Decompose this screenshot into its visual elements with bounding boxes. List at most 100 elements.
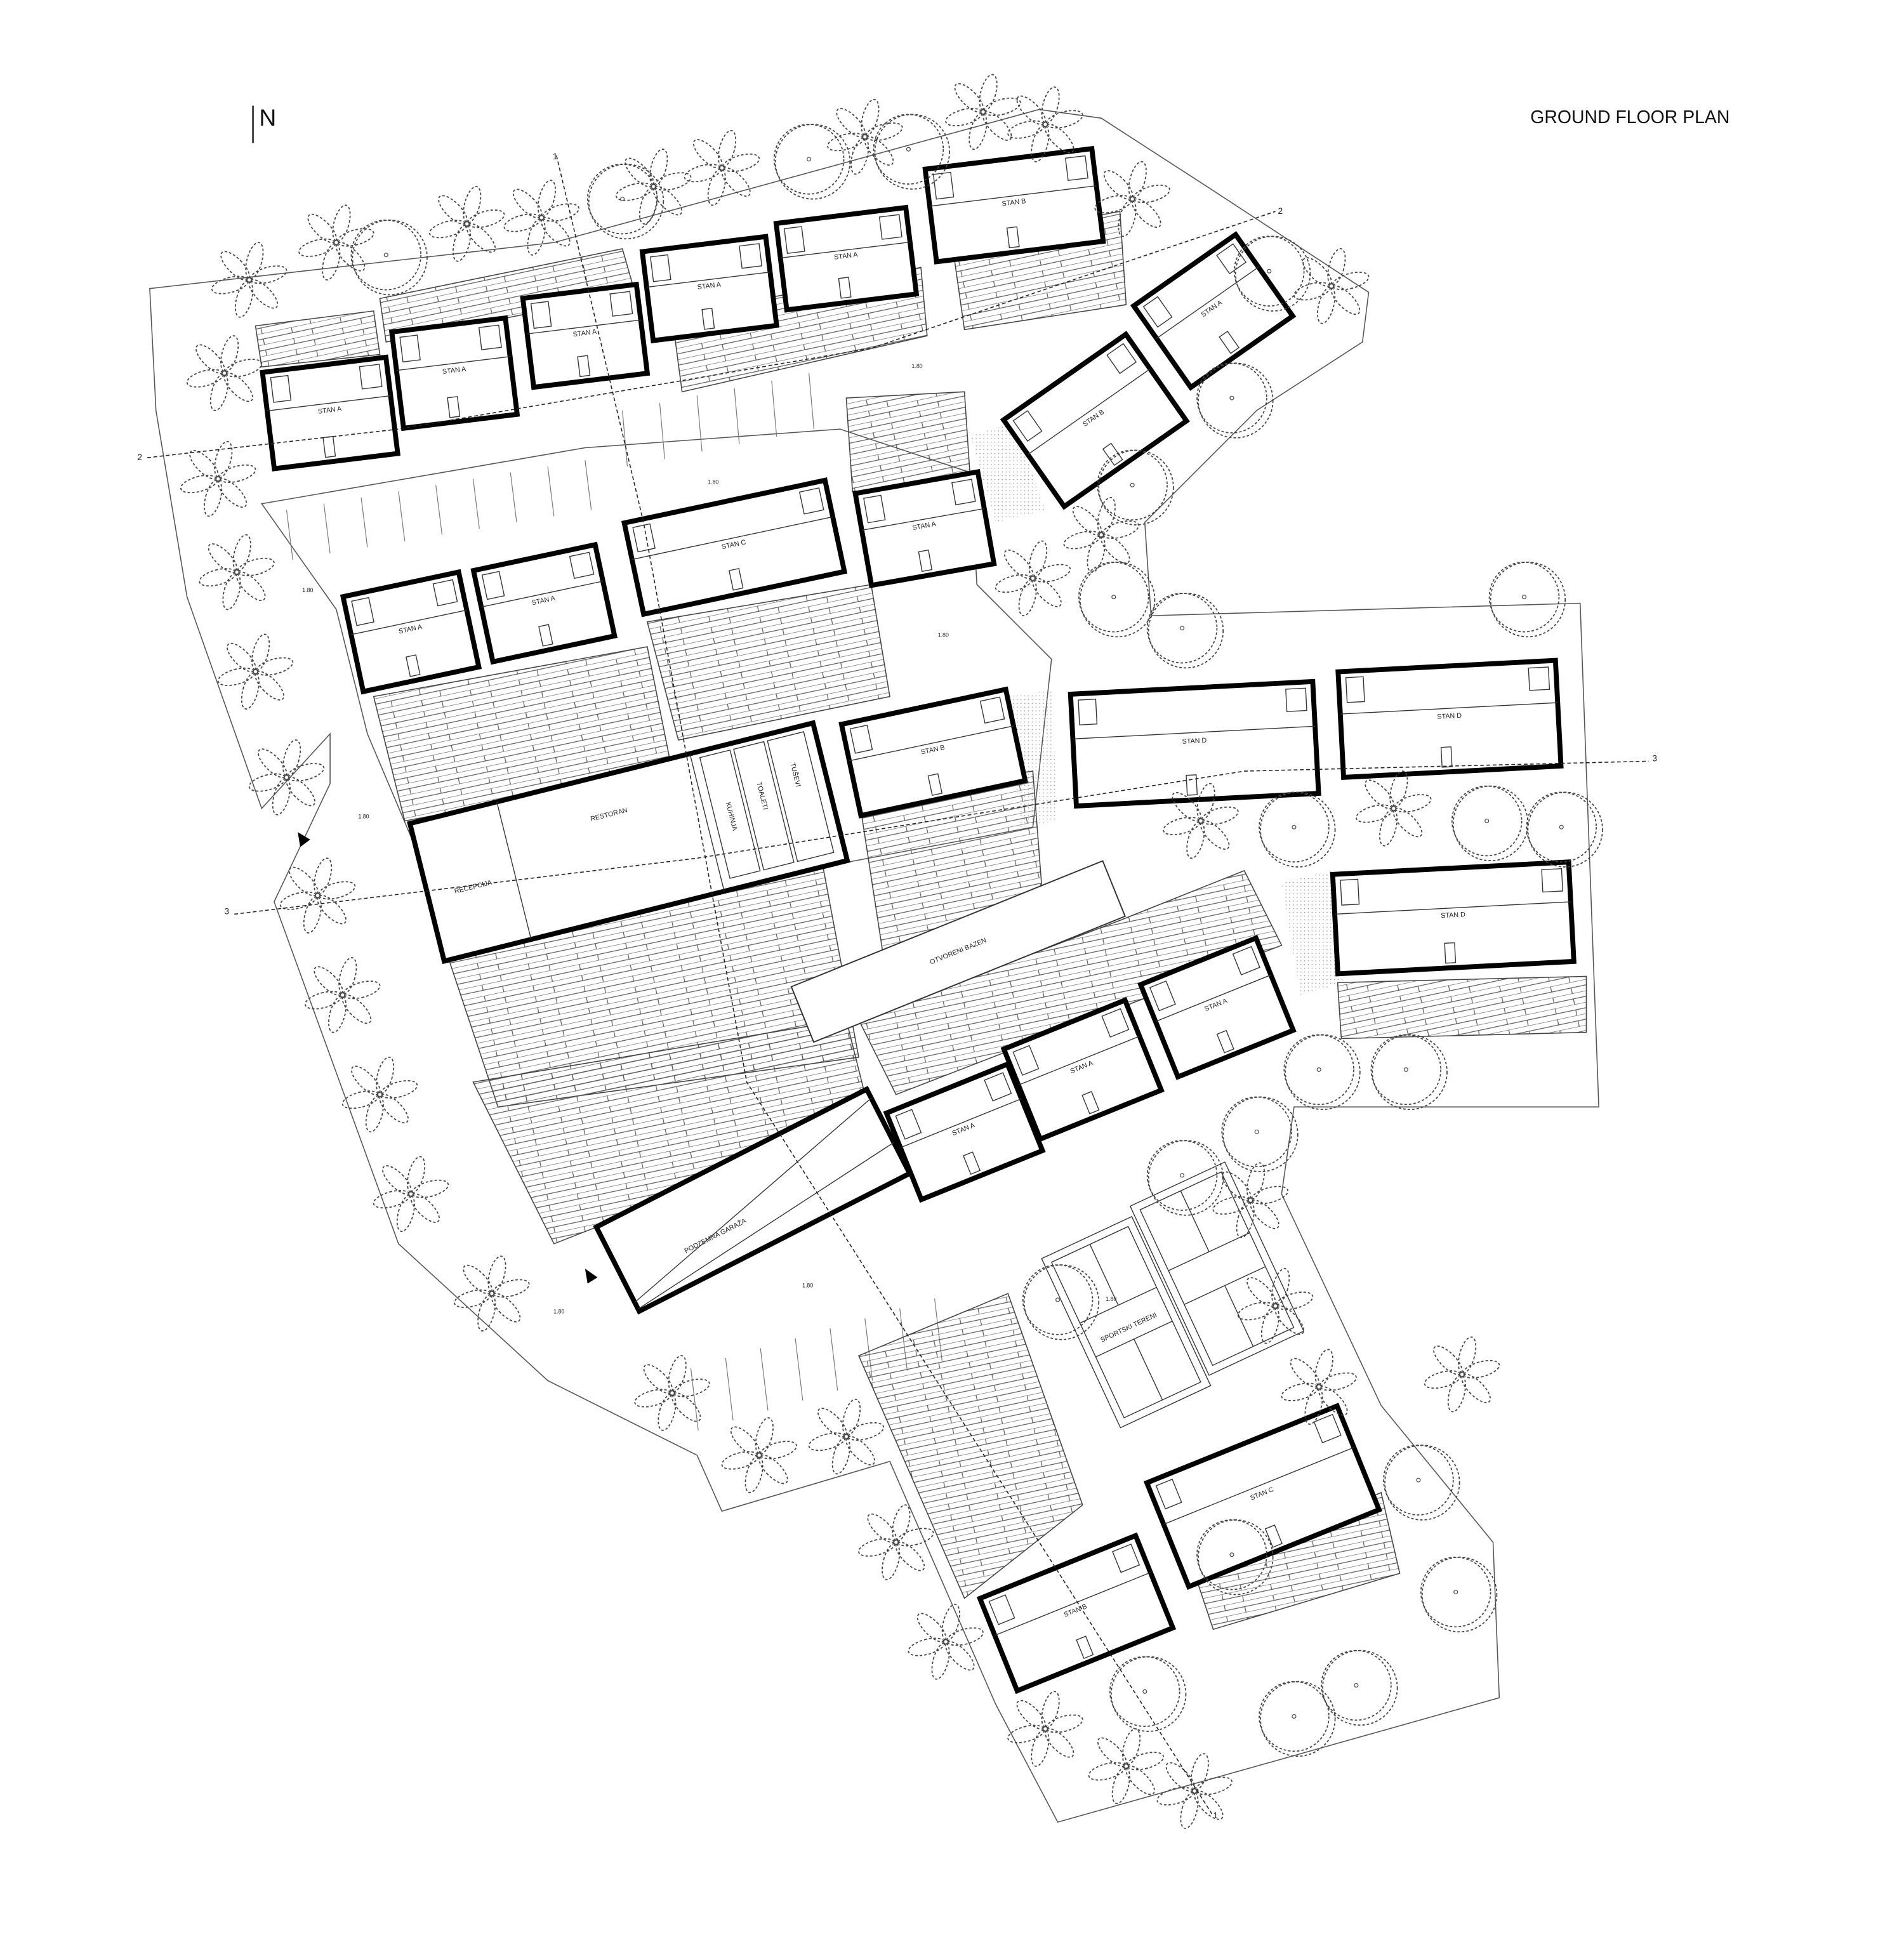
north-arrow: N <box>252 104 276 143</box>
tree-icon <box>454 1255 530 1331</box>
tree-icon <box>1097 449 1174 525</box>
apartment-unit: STAN A <box>1130 231 1297 391</box>
apartment-unit: STAN A <box>260 354 401 472</box>
entrance-arrow-icon <box>298 832 310 847</box>
tree-icon <box>827 98 903 175</box>
section-1-bottom: 1 <box>1213 1811 1219 1820</box>
level-mark: 1.80 <box>912 363 923 369</box>
unit-label: STAN A <box>697 281 722 291</box>
level-mark: 1.80 <box>553 1309 564 1315</box>
tree-icon <box>1259 1681 1336 1757</box>
landscaping-trees <box>180 74 1603 1829</box>
apartment-unit: STAN D <box>1330 859 1577 977</box>
tree-icon <box>1383 1444 1460 1521</box>
tree-icon <box>721 1417 797 1493</box>
section-3-right: 3 <box>1652 753 1657 763</box>
entrance-arrow-icon <box>585 1268 598 1284</box>
tree-icon <box>1109 1656 1187 1732</box>
tree-icon <box>1146 592 1224 669</box>
underground-garage: PODZEMNA GARAŽA <box>593 1086 913 1315</box>
site-boundary <box>149 109 1599 1823</box>
apartment-unit: STAN D <box>1335 657 1564 781</box>
tree-icon <box>1163 783 1239 859</box>
tree-icon <box>1007 86 1083 162</box>
tree-icon <box>1355 770 1432 847</box>
tree-icon <box>341 1056 418 1133</box>
restaurant-building: RECEPCIJA RESTORAN KUHINJA TOALETI TUŠEV… <box>407 720 850 965</box>
tree-icon <box>908 1604 984 1680</box>
tree-icon <box>1156 1753 1233 1829</box>
apartment-unit: STAN B <box>1000 331 1190 510</box>
section-2-left: 2 <box>137 453 142 462</box>
tree-icon <box>858 1504 934 1580</box>
tree-icon <box>1370 1034 1448 1111</box>
section-2-right: 2 <box>1278 206 1283 216</box>
sports-label: SPORTSKI TERENI <box>1099 1311 1158 1344</box>
tree-icon <box>1233 235 1311 312</box>
apartment-unit: STAN A <box>1137 934 1297 1080</box>
parking-area <box>286 373 942 1430</box>
apartment-unit: STAN A <box>340 569 482 695</box>
unit-label: STAN D <box>1441 911 1465 920</box>
tree-icon <box>1281 1349 1357 1425</box>
tree-icon <box>428 186 505 262</box>
tree-icon <box>1063 496 1139 573</box>
tree-icon <box>279 857 356 934</box>
level-mark: 1.80 <box>1106 1296 1116 1302</box>
tree-icon <box>1283 1034 1361 1111</box>
tree-icon <box>684 129 760 206</box>
unit-label: STAN B <box>1002 197 1026 208</box>
level-marks: 1.80 1.80 1.80 1.80 1.80 1.80 1.80 1.80 <box>302 363 1116 1314</box>
tree-icon <box>1420 1556 1498 1633</box>
section-3-left: 3 <box>225 906 230 916</box>
tree-icon <box>1196 1519 1274 1596</box>
tree-icon <box>1196 362 1274 439</box>
unit-label: STAN D <box>1182 737 1207 746</box>
tree-icon <box>1237 1268 1314 1344</box>
tree-icon <box>615 149 692 225</box>
tree-icon <box>995 540 1071 617</box>
tree-icon <box>199 534 275 611</box>
section-1-top: 1 <box>553 152 558 161</box>
level-mark: 1.80 <box>802 1282 813 1288</box>
tree-icon <box>945 74 1021 150</box>
tree-icon <box>586 163 664 240</box>
apartment-unit: STAN A <box>470 541 618 665</box>
tree-icon <box>180 440 256 517</box>
tree-icon <box>1212 1162 1289 1238</box>
apartment-unit: STAN A <box>1000 996 1165 1142</box>
level-mark: 1.80 <box>358 814 369 820</box>
apartment-unit: STAN A <box>883 1060 1046 1203</box>
tree-icon <box>1094 161 1170 237</box>
level-mark: 1.80 <box>302 587 313 593</box>
tree-icon <box>373 1156 449 1232</box>
tree-icon <box>1078 561 1156 638</box>
tree-icon <box>1022 1264 1100 1340</box>
apartment-unit: STAN A <box>388 315 520 432</box>
tree-icon <box>217 633 294 710</box>
tree-icon <box>350 220 428 296</box>
unit-label: STAN A <box>572 328 597 339</box>
tree-icon <box>1451 785 1529 862</box>
tree-icon <box>211 242 288 318</box>
tree-icon <box>1424 1336 1500 1413</box>
sports-courts: SPORTSKI TERENI <box>1041 1161 1305 1429</box>
tree-icon <box>1321 1649 1398 1726</box>
tree-icon <box>304 957 381 1033</box>
tree-icon <box>248 739 325 816</box>
tree-icon <box>1088 1728 1165 1804</box>
open-pool: OTVORENI BAZEN <box>790 860 1127 1043</box>
unit-label: STAN A <box>317 405 342 416</box>
apartment-unit: STAN A <box>639 234 780 344</box>
unit-label: STAN A <box>442 366 466 376</box>
apartment-unit: STAN C <box>621 477 848 618</box>
level-mark: 1.80 <box>938 631 949 638</box>
apartment-unit: STAN B <box>838 686 1028 819</box>
tree-icon <box>773 124 851 200</box>
tree-icon <box>1526 791 1603 868</box>
apartment-unit: STAN A <box>852 468 997 588</box>
apartment-unit: STAN A <box>520 281 651 390</box>
tree-icon <box>634 1355 710 1431</box>
unit-label: STAN D <box>1437 712 1462 721</box>
